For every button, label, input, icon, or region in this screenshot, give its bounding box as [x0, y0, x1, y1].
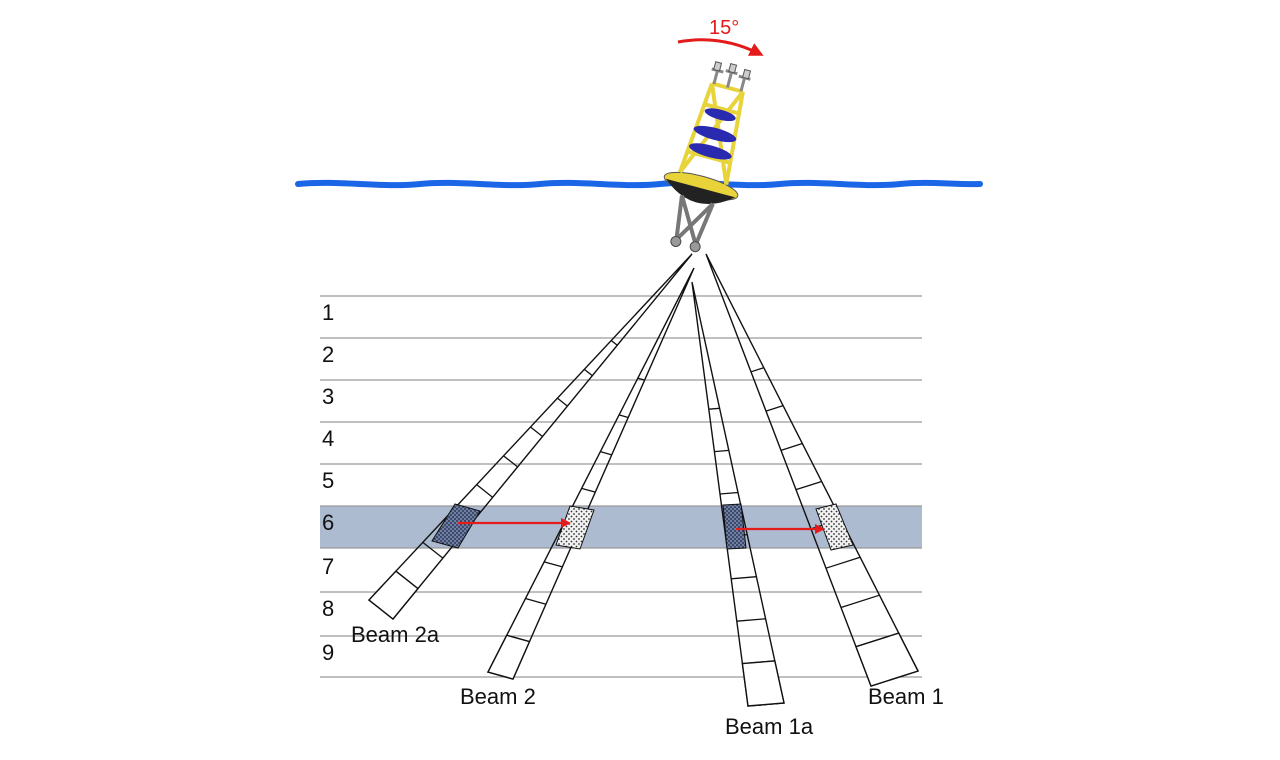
bin-label: 9	[322, 640, 334, 665]
beam-1a-cell-divider	[708, 407, 720, 410]
beam-1-cell-divider	[750, 367, 765, 373]
beam-1-cell-divider	[795, 480, 822, 491]
depth-bin-labels: 1 2 3 4 5 6 7 8 9	[322, 300, 334, 665]
water-surface	[295, 179, 983, 189]
bin-label: 1	[322, 300, 334, 325]
beam-2a-cell-bin6	[431, 503, 481, 549]
beam-1a-outline	[691, 281, 785, 707]
beam-2a-label: Beam 2a	[351, 622, 440, 647]
bin6-measurement-cells	[431, 503, 854, 551]
beam-2-cell-divider	[525, 597, 547, 605]
beam-1-cell-divider	[765, 405, 784, 412]
bin-label: 8	[322, 596, 334, 621]
beam-1-label: Beam 1	[868, 684, 944, 709]
rotation-angle-label: 15°	[709, 17, 739, 39]
beam-1-beam	[705, 253, 919, 687]
beam-2-cell-divider	[637, 377, 645, 381]
beam-1-cell-bin6	[815, 503, 854, 551]
bin-label: 7	[322, 554, 334, 579]
curved-arrow-icon	[677, 38, 764, 56]
bin-label: 2	[322, 342, 334, 367]
beam-2a-cell-divider	[530, 426, 543, 438]
beam-1a-label: Beam 1a	[725, 714, 814, 739]
bin-label: 3	[322, 384, 334, 409]
beam-2a-cell-divider	[503, 455, 518, 468]
beam-2-end-cell	[486, 634, 531, 680]
beam-2a-outline	[367, 253, 693, 620]
beam-2a-cell-divider	[557, 397, 568, 407]
beam-2a-end-cell	[367, 570, 419, 620]
beam-2-cell-divider	[581, 487, 596, 493]
beam-1a-beam	[691, 281, 785, 707]
beam-1a-cell-divider	[731, 576, 757, 580]
bin-label: 6	[322, 510, 334, 535]
beam-1a-end-cell	[741, 660, 785, 707]
beam-2a-cell-divider	[476, 484, 494, 498]
beam-2-cell-divider	[600, 451, 612, 456]
beam-1a-cell-divider	[719, 491, 739, 495]
adcp-buoy-icon	[663, 61, 752, 253]
beam-2-cell-divider	[544, 561, 563, 568]
beam-2-cell-bin6	[555, 505, 595, 550]
bin-label: 4	[322, 426, 334, 451]
beam-1-cell-divider	[825, 556, 861, 569]
acoustic-beams	[367, 253, 919, 707]
beam-2a-cell-divider	[610, 339, 618, 346]
beam-1-cell-divider	[780, 442, 803, 451]
depth-bin-grid	[320, 295, 922, 678]
beam-1-cell-divider	[840, 594, 880, 609]
beam-1a-cell-bin6	[722, 503, 747, 550]
beam-2-beam	[486, 267, 695, 680]
beam-2a-cell-divider	[583, 368, 593, 377]
beam-2-cell-divider	[618, 414, 629, 419]
beam-1-end-cell	[855, 632, 919, 687]
beam-1a-cell-divider	[736, 618, 766, 622]
beam-2a-beam	[367, 253, 693, 620]
beam-1a-cell-divider	[714, 449, 729, 453]
beam-2a-cell-divider	[422, 541, 444, 559]
beam-2-label: Beam 2	[460, 684, 536, 709]
bin-label: 5	[322, 468, 334, 493]
beam-2-outline	[486, 267, 695, 680]
